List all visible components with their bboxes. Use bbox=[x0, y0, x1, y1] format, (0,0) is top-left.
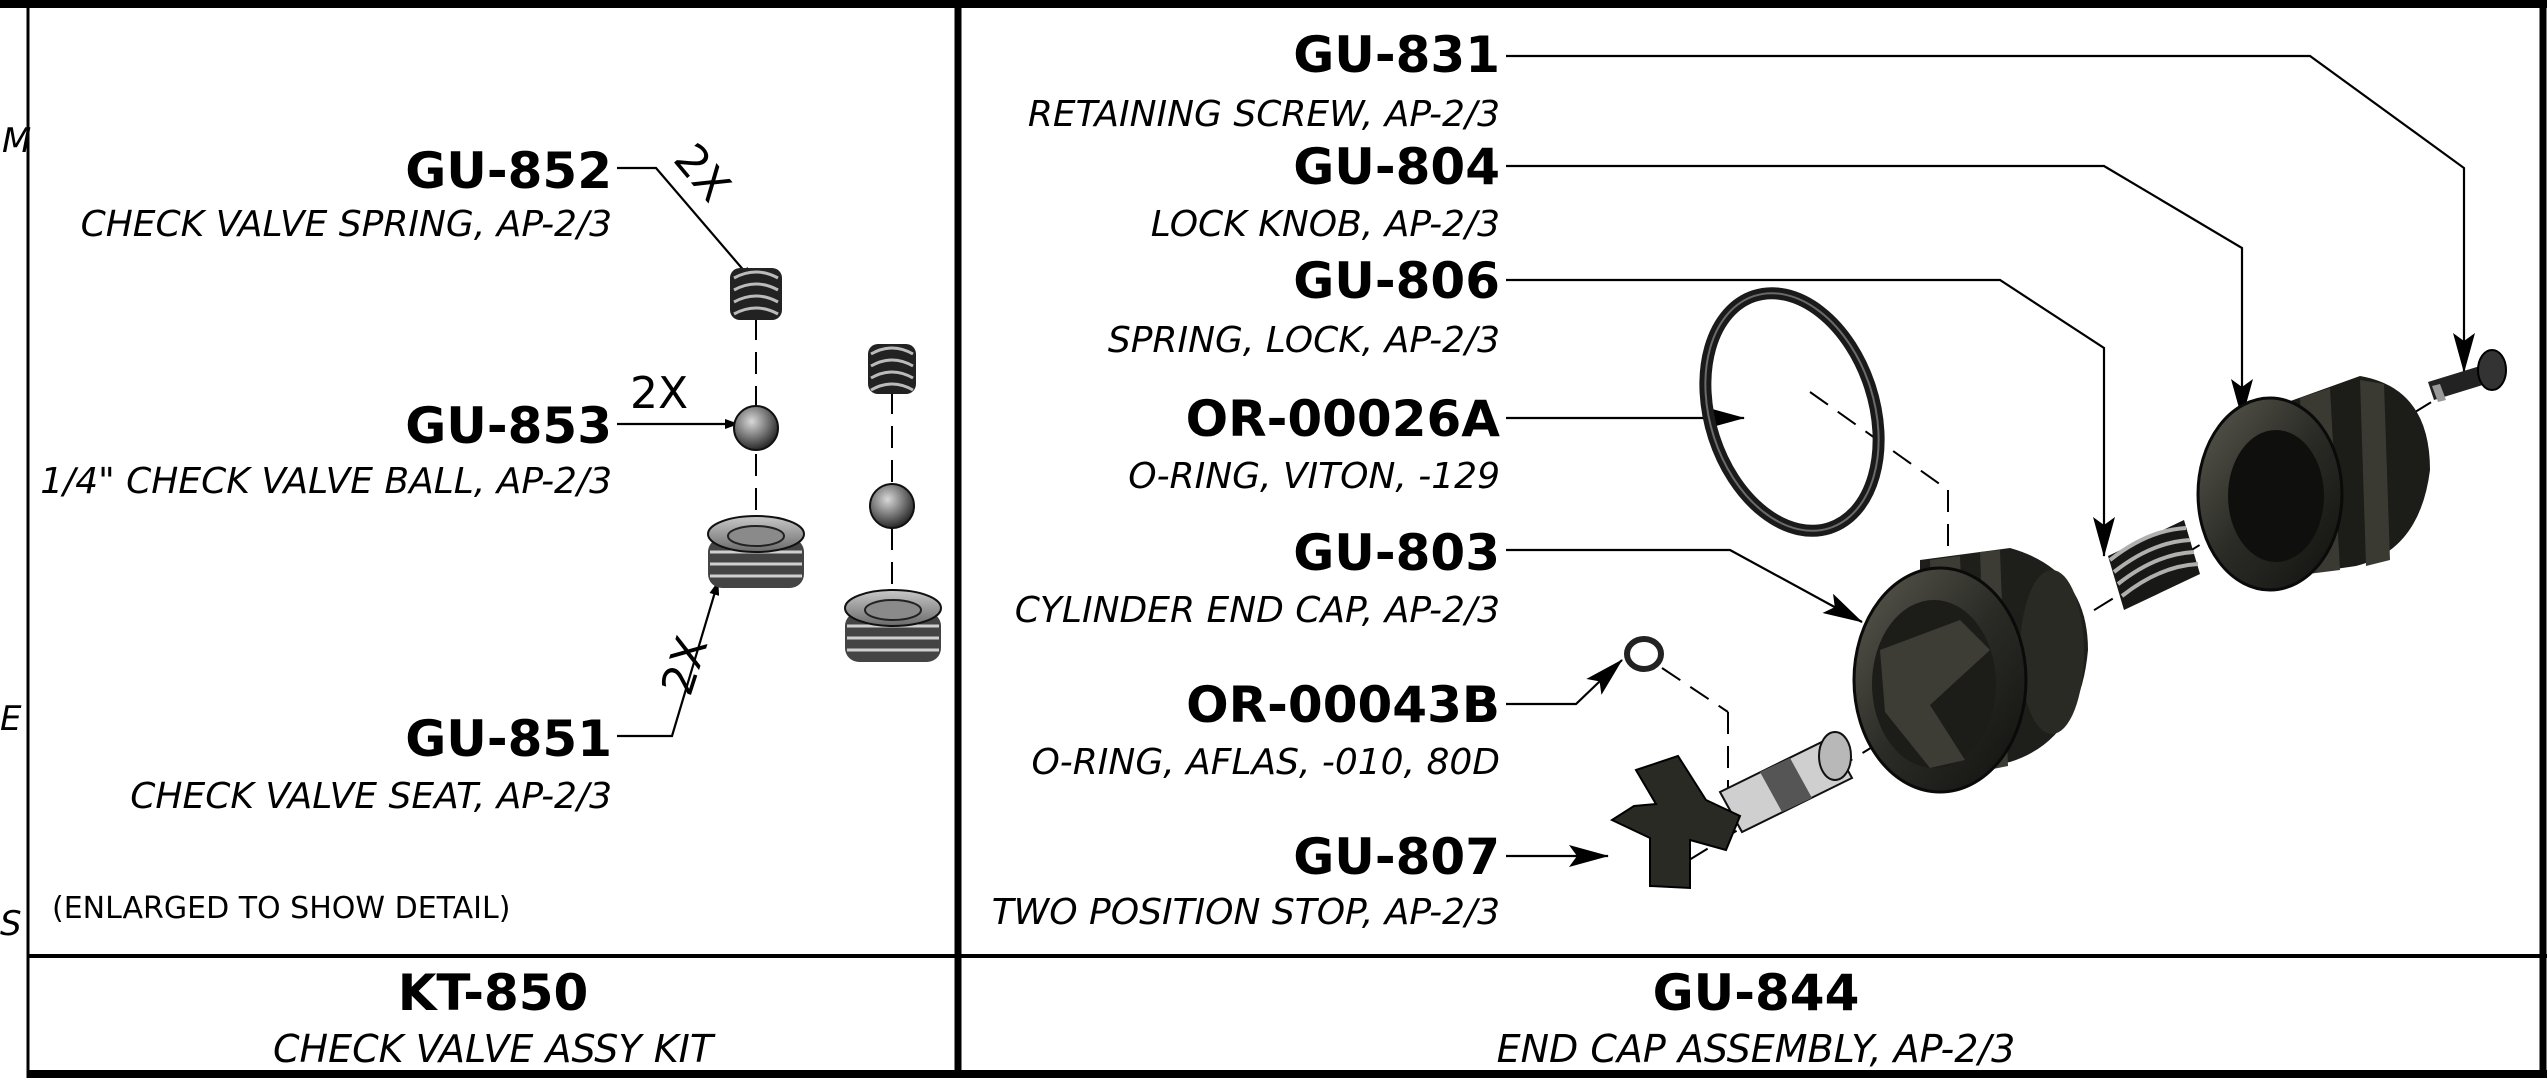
part-number: GU-803 bbox=[1293, 524, 1500, 582]
callout-gu-831: GU-831 RETAINING SCREW, AP-2/3 bbox=[1028, 26, 2475, 373]
callout-gu-803: GU-803 CYLINDER END CAP, AP-2/3 bbox=[1015, 524, 1863, 631]
part-number: GU-806 bbox=[1293, 252, 1500, 310]
edge-fragment-s: S bbox=[0, 904, 22, 944]
part-number: GU-807 bbox=[1293, 828, 1500, 886]
lock-knob-icon bbox=[2196, 376, 2430, 592]
assembly-part-number: GU-844 bbox=[1653, 964, 1860, 1022]
callout-gu-806: GU-806 SPRING, LOCK, AP-2/3 bbox=[1108, 252, 2115, 557]
part-description: CYLINDER END CAP, AP-2/3 bbox=[1015, 590, 1500, 631]
part-description: LOCK KNOB, AP-2/3 bbox=[1151, 204, 1500, 245]
o-ring-small-icon bbox=[1624, 636, 1664, 672]
check-valve-stack-assembled bbox=[844, 344, 942, 662]
callout-gu-807: GU-807 TWO POSITION STOP, AP-2/3 bbox=[992, 828, 1609, 933]
part-description: O-RING, VITON, -129 bbox=[1128, 456, 1500, 497]
spring-icon bbox=[730, 268, 782, 320]
enlarged-note: (ENLARGED TO SHOW DETAIL) bbox=[52, 891, 510, 926]
leader-line bbox=[1506, 548, 1863, 623]
part-description: CHECK VALVE SPRING, AP-2/3 bbox=[81, 204, 612, 245]
right-panel: GU-831 RETAINING SCREW, AP-2/3 GU-804 LO… bbox=[992, 26, 2507, 1071]
ball-icon bbox=[869, 483, 915, 529]
part-number: OR-00043B bbox=[1186, 676, 1500, 734]
part-description: O-RING, AFLAS, -010, 80D bbox=[1031, 742, 1500, 783]
edge-fragments: M E S bbox=[0, 121, 31, 944]
leader-line bbox=[1506, 278, 2115, 557]
cylinder-end-cap-icon bbox=[1852, 548, 2088, 794]
part-number: GU-853 bbox=[405, 397, 612, 455]
quantity-label: 2X bbox=[630, 368, 688, 419]
part-description: TWO POSITION STOP, AP-2/3 bbox=[992, 892, 1500, 933]
quantity-label: 2X bbox=[652, 630, 718, 701]
edge-fragment-e: E bbox=[0, 699, 22, 739]
lock-spring-icon bbox=[2108, 520, 2200, 610]
ball-icon bbox=[733, 405, 779, 451]
part-description: RETAINING SCREW, AP-2/3 bbox=[1028, 94, 1500, 135]
part-description: SPRING, LOCK, AP-2/3 bbox=[1108, 320, 1500, 361]
leader-line bbox=[617, 166, 753, 281]
o-ring-large-icon bbox=[1699, 287, 1885, 537]
callout-or-00043b: OR-00043B O-RING, AFLAS, -010, 80D bbox=[1031, 659, 1623, 783]
retaining-screw-icon bbox=[2428, 349, 2507, 402]
callout-gu-853: GU-853 1/4" CHECK VALVE BALL, AP-2/3 2X bbox=[40, 368, 739, 502]
leader-line bbox=[1506, 659, 1623, 706]
seat-icon bbox=[844, 589, 942, 662]
callout-gu-851: GU-851 CHECK VALVE SEAT, AP-2/3 2X bbox=[130, 581, 720, 817]
two-position-stop-icon bbox=[1609, 731, 1854, 890]
callout-gu-852: GU-852 CHECK VALVE SPRING, AP-2/3 2X bbox=[81, 134, 753, 281]
leader-line bbox=[1506, 54, 2475, 373]
assembly-description: END CAP ASSEMBLY, AP-2/3 bbox=[1497, 1027, 2016, 1071]
part-number: GU-852 bbox=[405, 142, 612, 200]
kit-description: CHECK VALVE ASSY KIT bbox=[273, 1027, 716, 1071]
check-valve-stack-exploded bbox=[707, 268, 805, 588]
spring-icon bbox=[868, 344, 916, 394]
callout-gu-804: GU-804 LOCK KNOB, AP-2/3 bbox=[1151, 138, 2253, 419]
leader-line bbox=[1506, 164, 2253, 419]
edge-fragment-m: M bbox=[2, 121, 31, 161]
part-number: GU-831 bbox=[1293, 26, 1500, 84]
callout-or-00026a: OR-00026A O-RING, VITON, -129 bbox=[1128, 390, 1745, 497]
seat-icon bbox=[707, 515, 805, 588]
part-number: GU-804 bbox=[1293, 138, 1500, 196]
leader-line bbox=[617, 581, 720, 738]
part-number: OR-00026A bbox=[1186, 390, 1501, 448]
quantity-label: 2X bbox=[664, 134, 740, 211]
part-description: CHECK VALVE SEAT, AP-2/3 bbox=[130, 776, 612, 817]
left-panel: GU-852 CHECK VALVE SPRING, AP-2/3 2X GU-… bbox=[40, 134, 942, 1071]
part-description: 1/4" CHECK VALVE BALL, AP-2/3 bbox=[40, 461, 612, 502]
kit-part-number: KT-850 bbox=[398, 964, 589, 1022]
part-number: GU-851 bbox=[405, 710, 612, 768]
